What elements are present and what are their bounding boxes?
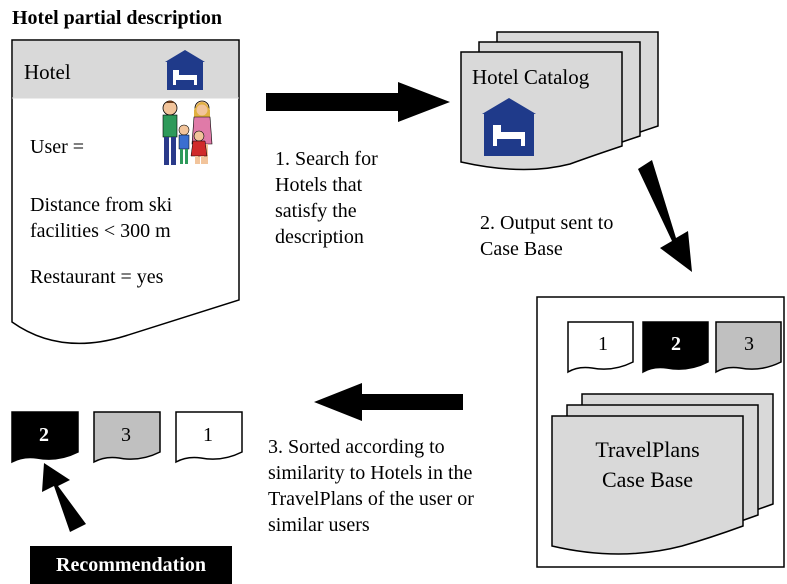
step2-line-2: Case Base [480, 238, 563, 260]
step1-line-4: description [275, 226, 364, 248]
recommendation-label: Recommendation [56, 554, 206, 576]
hotel-field-user: User = [30, 136, 85, 158]
casebase-card-2 [642, 321, 709, 374]
recommendation-box [30, 546, 232, 584]
sorted-card-3-label: 3 [121, 424, 131, 446]
arrow-to-casebase [638, 160, 692, 272]
step3-line-4: similar users [268, 514, 370, 536]
step3-line-3: TravelPlans of the user or [268, 488, 474, 510]
step1-line-3: satisfy the [275, 200, 357, 222]
hotel-card [11, 39, 240, 345]
casebase-card-1-label: 1 [598, 333, 608, 355]
step3-line-2: similarity to Hotels in the [268, 462, 473, 484]
hotel-field-restaurant: Restaurant = yes [30, 266, 164, 288]
sorted-card-2 [11, 411, 79, 464]
page-title: Hotel partial description [12, 7, 222, 29]
arrow-to-sorted [314, 383, 463, 421]
sorted-card-1-label: 1 [203, 424, 213, 446]
hotel-field-distance-1: Distance from ski [30, 194, 173, 216]
catalog-label: Hotel Catalog [472, 65, 590, 89]
hotel-field-distance-2: facilities < 300 m [30, 220, 171, 242]
step1-line-1: 1. Search for [275, 148, 378, 170]
sorted-card-3 [93, 411, 161, 464]
hotel-bed-icon [165, 50, 205, 90]
casebase-label-2: Case Base [601, 467, 694, 492]
arrow-to-catalog [266, 82, 450, 122]
casebase-card-3-label: 3 [744, 333, 754, 355]
step2-line-1: 2. Output sent to [480, 212, 614, 234]
casebase-card-2-label: 2 [671, 333, 681, 355]
hotel-catalog-stack [460, 31, 659, 171]
step3-line-1: 3. Sorted according to [268, 436, 445, 458]
step1-line-2: Hotels that [275, 174, 363, 196]
casebase-label-1: TravelPlans [595, 437, 700, 462]
hotel-bed-icon [482, 98, 536, 156]
casebase-stack [551, 393, 774, 555]
sorted-card-2-label: 2 [39, 424, 49, 446]
casebase-card-3 [715, 321, 782, 374]
casebase-card-1 [567, 321, 634, 374]
hotel-card-header-label: Hotel [24, 60, 71, 84]
arrow-to-top-card [42, 463, 86, 532]
family-icon [162, 100, 213, 165]
sorted-card-1 [175, 411, 243, 464]
